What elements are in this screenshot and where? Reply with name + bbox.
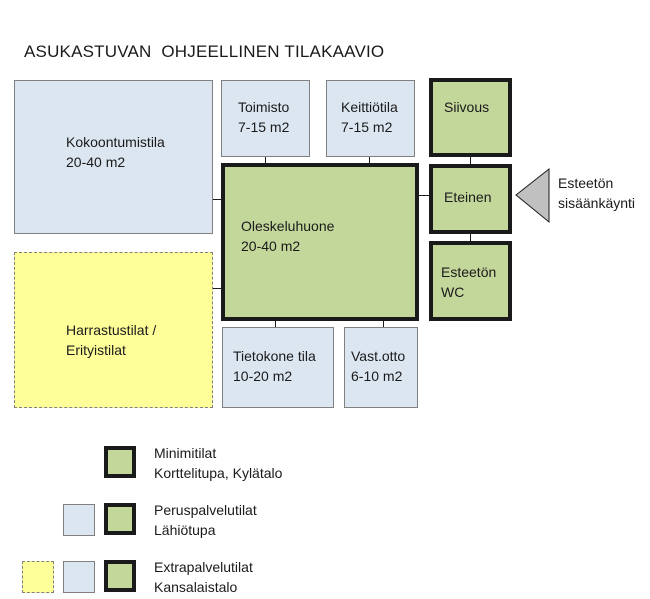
room-esteeton-wc-line2: WC xyxy=(441,284,465,300)
legend-basic-line2: Lähiötupa xyxy=(154,522,216,538)
room-toimisto-size: 7-15 m2 xyxy=(238,119,290,135)
legend-basic-swatch-green xyxy=(104,503,136,535)
room-siivous-name: Siivous xyxy=(444,99,490,115)
legend-basic-swatch-blue xyxy=(63,504,95,536)
room-harrastustilat: Harrastustilat / Erityistilat xyxy=(14,252,213,408)
legend-basic-line1: Peruspalvelutilat xyxy=(154,502,257,518)
room-kokoontumistila-size: 20-40 m2 xyxy=(66,154,126,170)
room-vastotto: Vast.otto 6-10 m2 xyxy=(344,327,418,408)
connector-oleskeluhuone-eteinen xyxy=(419,195,431,196)
room-harrastustilat-line2: Erityistilat xyxy=(66,342,126,358)
room-tietokone: Tietokone tila 10-20 m2 xyxy=(222,327,334,408)
room-vastotto-name: Vast.otto xyxy=(351,348,406,364)
legend-extra-line2: Kansalaistalo xyxy=(154,579,238,595)
entrance-label-line2: sisäänkäynti xyxy=(558,195,636,211)
room-tietokone-size: 10-20 m2 xyxy=(233,368,293,384)
legend-minimum-line2: Korttelitupa, Kylätalo xyxy=(154,465,283,481)
connector-oleskeluhuone-tietokone xyxy=(275,320,276,328)
connector-eteinen-wc xyxy=(470,234,471,242)
room-toimisto-name: Toimisto xyxy=(238,99,290,115)
room-kokoontumistila: Kokoontumistila 20-40 m2 xyxy=(14,80,213,234)
room-keittiotila-size: 7-15 m2 xyxy=(341,119,393,135)
legend-extra-swatch-yellow xyxy=(22,561,54,593)
room-esteeton-wc-line1: Esteetön xyxy=(441,264,497,280)
legend-extra-swatch-blue xyxy=(63,561,95,593)
legend-extra-swatch-green xyxy=(104,560,136,592)
room-oleskeluhuone: Oleskeluhuone 20-40 m2 xyxy=(221,163,419,321)
room-eteinen-name: Eteinen xyxy=(444,189,492,205)
connector-siivous-eteinen xyxy=(470,157,471,164)
room-toimisto: Toimisto 7-15 m2 xyxy=(221,80,310,157)
connector-keittiotila-oleskeluhuone xyxy=(369,157,370,165)
entrance-arrow-icon xyxy=(515,167,550,224)
diagram-title: ASUKASTUVAN OHJEELLINEN TILAKAAVIO xyxy=(24,42,385,61)
connector-kokoontumistila-oleskeluhuone xyxy=(213,199,224,200)
room-eteinen: Eteinen xyxy=(429,164,512,234)
room-keittiotila-name: Keittiötila xyxy=(341,99,398,115)
room-tietokone-name: Tietokone tila xyxy=(233,348,316,364)
room-esteeton-wc: Esteetön WC xyxy=(429,241,512,321)
room-harrastustilat-line1: Harrastustilat / xyxy=(66,322,157,338)
legend-minimum-swatch xyxy=(104,446,136,478)
room-keittiotila: Keittiötila 7-15 m2 xyxy=(326,80,415,157)
entrance-label-line1: Esteetön xyxy=(558,175,614,191)
connector-oleskeluhuone-vastotto xyxy=(383,320,384,328)
room-vastotto-size: 6-10 m2 xyxy=(351,368,403,384)
connector-harrastustilat-oleskeluhuone xyxy=(213,288,224,289)
room-oleskeluhuone-name: Oleskeluhuone xyxy=(241,218,335,234)
room-oleskeluhuone-size: 20-40 m2 xyxy=(241,238,301,254)
legend-extra-line1: Extrapalvelutilat xyxy=(154,559,253,575)
connector-toimisto-oleskeluhuone xyxy=(265,157,266,165)
legend-minimum-line1: Minimitilat xyxy=(154,445,217,461)
room-kokoontumistila-name: Kokoontumistila xyxy=(66,134,165,150)
room-siivous: Siivous xyxy=(429,78,512,157)
